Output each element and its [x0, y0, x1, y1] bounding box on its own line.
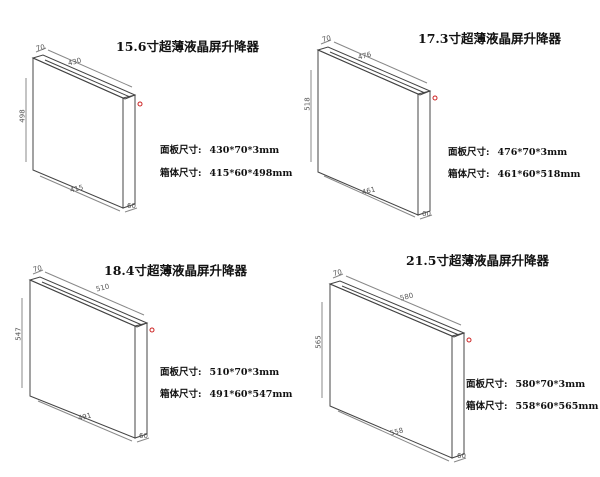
diagram-21-5: 21.5寸超薄液晶屏升降器 70 580 565 558 60 面板尺寸:580… — [300, 238, 600, 477]
panel-title: 15.6寸超薄液晶屏升降器 — [116, 39, 259, 54]
dim-depth-bottom: 60 — [422, 210, 431, 218]
box-drawing — [25, 47, 143, 213]
side-face — [122, 94, 136, 209]
body-size-row: 箱体尺寸:415*60*498mm — [160, 168, 293, 179]
dim-height: 518 — [303, 97, 312, 111]
diagram-17-3: 17.3寸超薄液晶屏升降器 70 476 518 461 60 面板尺寸:476… — [300, 0, 600, 238]
dim-depth-bottom: 60 — [457, 452, 466, 460]
side-face — [417, 90, 431, 216]
panel-size-row: 面板尺寸:430*70*3mm — [160, 145, 280, 156]
body-size-row: 箱体尺寸:558*60*565mm — [466, 401, 599, 412]
panel-size-row: 面板尺寸:510*70*3mm — [160, 367, 280, 378]
screw-marker — [149, 327, 155, 333]
panel-size-row: 面板尺寸:580*70*3mm — [466, 379, 586, 390]
side-face — [134, 322, 148, 439]
dim-depth-bottom: 60 — [139, 432, 148, 440]
dim-height: 498 — [18, 109, 27, 123]
box-drawing — [21, 269, 155, 443]
box-drawing — [321, 273, 472, 463]
box-drawing — [310, 39, 438, 220]
diagram-18-4: 18.4寸超薄液晶屏升降器 70 510 547 491 60 面板尺寸:510… — [0, 238, 300, 477]
dim-height: 547 — [14, 327, 23, 341]
dim-depth-bottom: 60 — [127, 202, 136, 210]
diagram-15-6: 15.6寸超薄液晶屏升降器 70 430 498 415 60 面板尺寸:430… — [0, 0, 300, 238]
dim-height: 565 — [314, 335, 323, 349]
screw-marker — [466, 337, 472, 343]
panel-title: 17.3寸超薄液晶屏升降器 — [418, 31, 561, 46]
panel-size-row: 面板尺寸:476*70*3mm — [448, 147, 568, 158]
screw-marker — [137, 101, 143, 107]
body-size-row: 箱体尺寸:461*60*518mm — [448, 169, 581, 180]
body-size-row: 箱体尺寸:491*60*547mm — [160, 389, 293, 400]
panel-title: 21.5寸超薄液晶屏升降器 — [406, 253, 549, 268]
side-face — [451, 332, 465, 459]
panel-title: 18.4寸超薄液晶屏升降器 — [104, 263, 247, 278]
screw-marker — [432, 95, 438, 101]
